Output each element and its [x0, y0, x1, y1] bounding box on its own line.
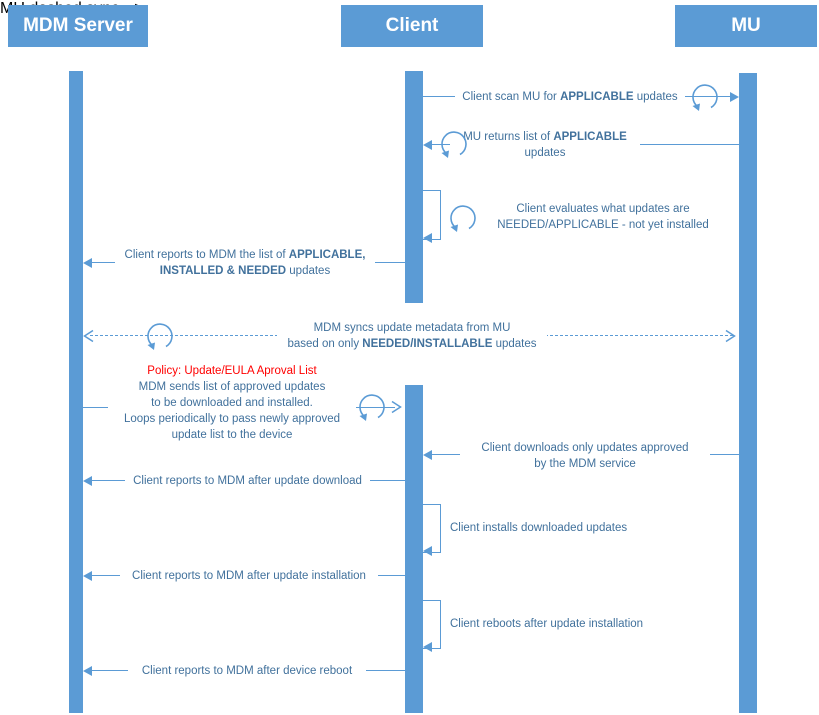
label-text-bold: APPLICABLE [560, 91, 634, 103]
message-label: Client reports to MDM after update insta… [120, 568, 378, 584]
chevron-arrowhead-icon [391, 400, 402, 414]
message-label: Client reboots after update installation [450, 618, 644, 630]
label-text-bold: APPLICABLE, [288, 249, 366, 261]
label-text: updates [286, 265, 331, 277]
label-line: Client downloads only updates approved [481, 442, 689, 454]
loop-arrow-icon [359, 394, 385, 421]
message-label: MDM syncs update metadata from MU based … [277, 320, 547, 352]
message-label: Client evaluates what updates are NEEDED… [487, 201, 719, 233]
message-label: Client installs downloaded updates [450, 522, 628, 534]
arrowhead-icon [83, 571, 92, 581]
loop-arrow-icon [450, 205, 476, 232]
arrowhead-icon [423, 450, 432, 460]
label-text-bold: NEEDED/INSTALLABLE [362, 338, 493, 350]
label-line: Loops periodically to pass newly approve… [123, 413, 341, 425]
message-label: Client reports to MDM after update downl… [125, 473, 370, 489]
label-text-bold: INSTALLED & NEEDED [159, 265, 287, 277]
label-line: MU returns list of APPLICABLE [450, 129, 640, 145]
lifeline-client-activation-2 [405, 385, 423, 713]
loop-arrow-icon [147, 323, 173, 350]
lifeline-mu [739, 73, 757, 713]
arrowhead-icon [83, 258, 92, 268]
arrowhead-icon [83, 476, 92, 486]
label-text: MU returns list of [463, 131, 554, 143]
label-line: Client reports to MDM the list of APPLIC… [115, 247, 375, 263]
arrowhead-icon [423, 233, 432, 243]
message-label: Client downloads only updates approved b… [460, 440, 710, 472]
message-label: Client scan MU for APPLICABLE updates [455, 89, 685, 105]
loop-arrow-icon [692, 84, 718, 111]
label-text: Client reports to MDM the list of [124, 249, 289, 261]
label-line: INSTALLED & NEEDED updates [115, 263, 375, 279]
label-text: updates [633, 91, 678, 103]
chevron-arrowhead-icon [83, 329, 94, 343]
actor-client: Client [341, 5, 483, 47]
label-line: by the MDM service [534, 458, 636, 470]
self-message-loop [423, 600, 441, 649]
self-message-loop [423, 504, 441, 553]
arrowhead-icon [423, 140, 432, 150]
policy-label: Policy: Update/EULA Aproval List [147, 365, 317, 377]
actor-mu: MU [675, 5, 817, 47]
label-line: to be downloaded and installed. [151, 397, 313, 409]
label-line: MDM syncs update metadata from MU [313, 322, 511, 334]
chevron-arrowhead-icon [725, 329, 736, 343]
message-label: Client reports to MDM the list of APPLIC… [115, 247, 375, 279]
message-label: Client reports to MDM after device reboo… [128, 663, 366, 679]
label-line: MDM sends list of approved updates [138, 381, 326, 393]
message-label: MU returns list of APPLICABLE updates [450, 129, 640, 161]
lifeline-mdm-server [69, 71, 83, 713]
label-text: updates [492, 338, 537, 350]
arrowhead-icon [423, 642, 432, 652]
loop-arrow-icon [441, 131, 467, 158]
self-message-loop [423, 190, 441, 240]
label-line: NEEDED/APPLICABLE - not yet installed [497, 219, 709, 231]
label-line: Client evaluates what updates are [516, 203, 690, 215]
label-line: updates [524, 147, 566, 159]
label-line: based on only NEEDED/INSTALLABLE updates [277, 336, 547, 352]
actor-mdm-server: MDM Server [8, 5, 148, 47]
arrowhead-icon [83, 666, 92, 676]
lifeline-client-activation-1 [405, 71, 423, 303]
label-text: Client scan MU for [462, 91, 561, 103]
arrowhead-icon [423, 546, 432, 556]
label-text-bold: APPLICABLE [553, 131, 627, 143]
label-text: based on only [287, 338, 363, 350]
label-line: update list to the device [171, 429, 293, 441]
message-label: Policy: Update/EULA Aproval List MDM sen… [108, 363, 356, 443]
arrowhead-icon [730, 92, 739, 102]
